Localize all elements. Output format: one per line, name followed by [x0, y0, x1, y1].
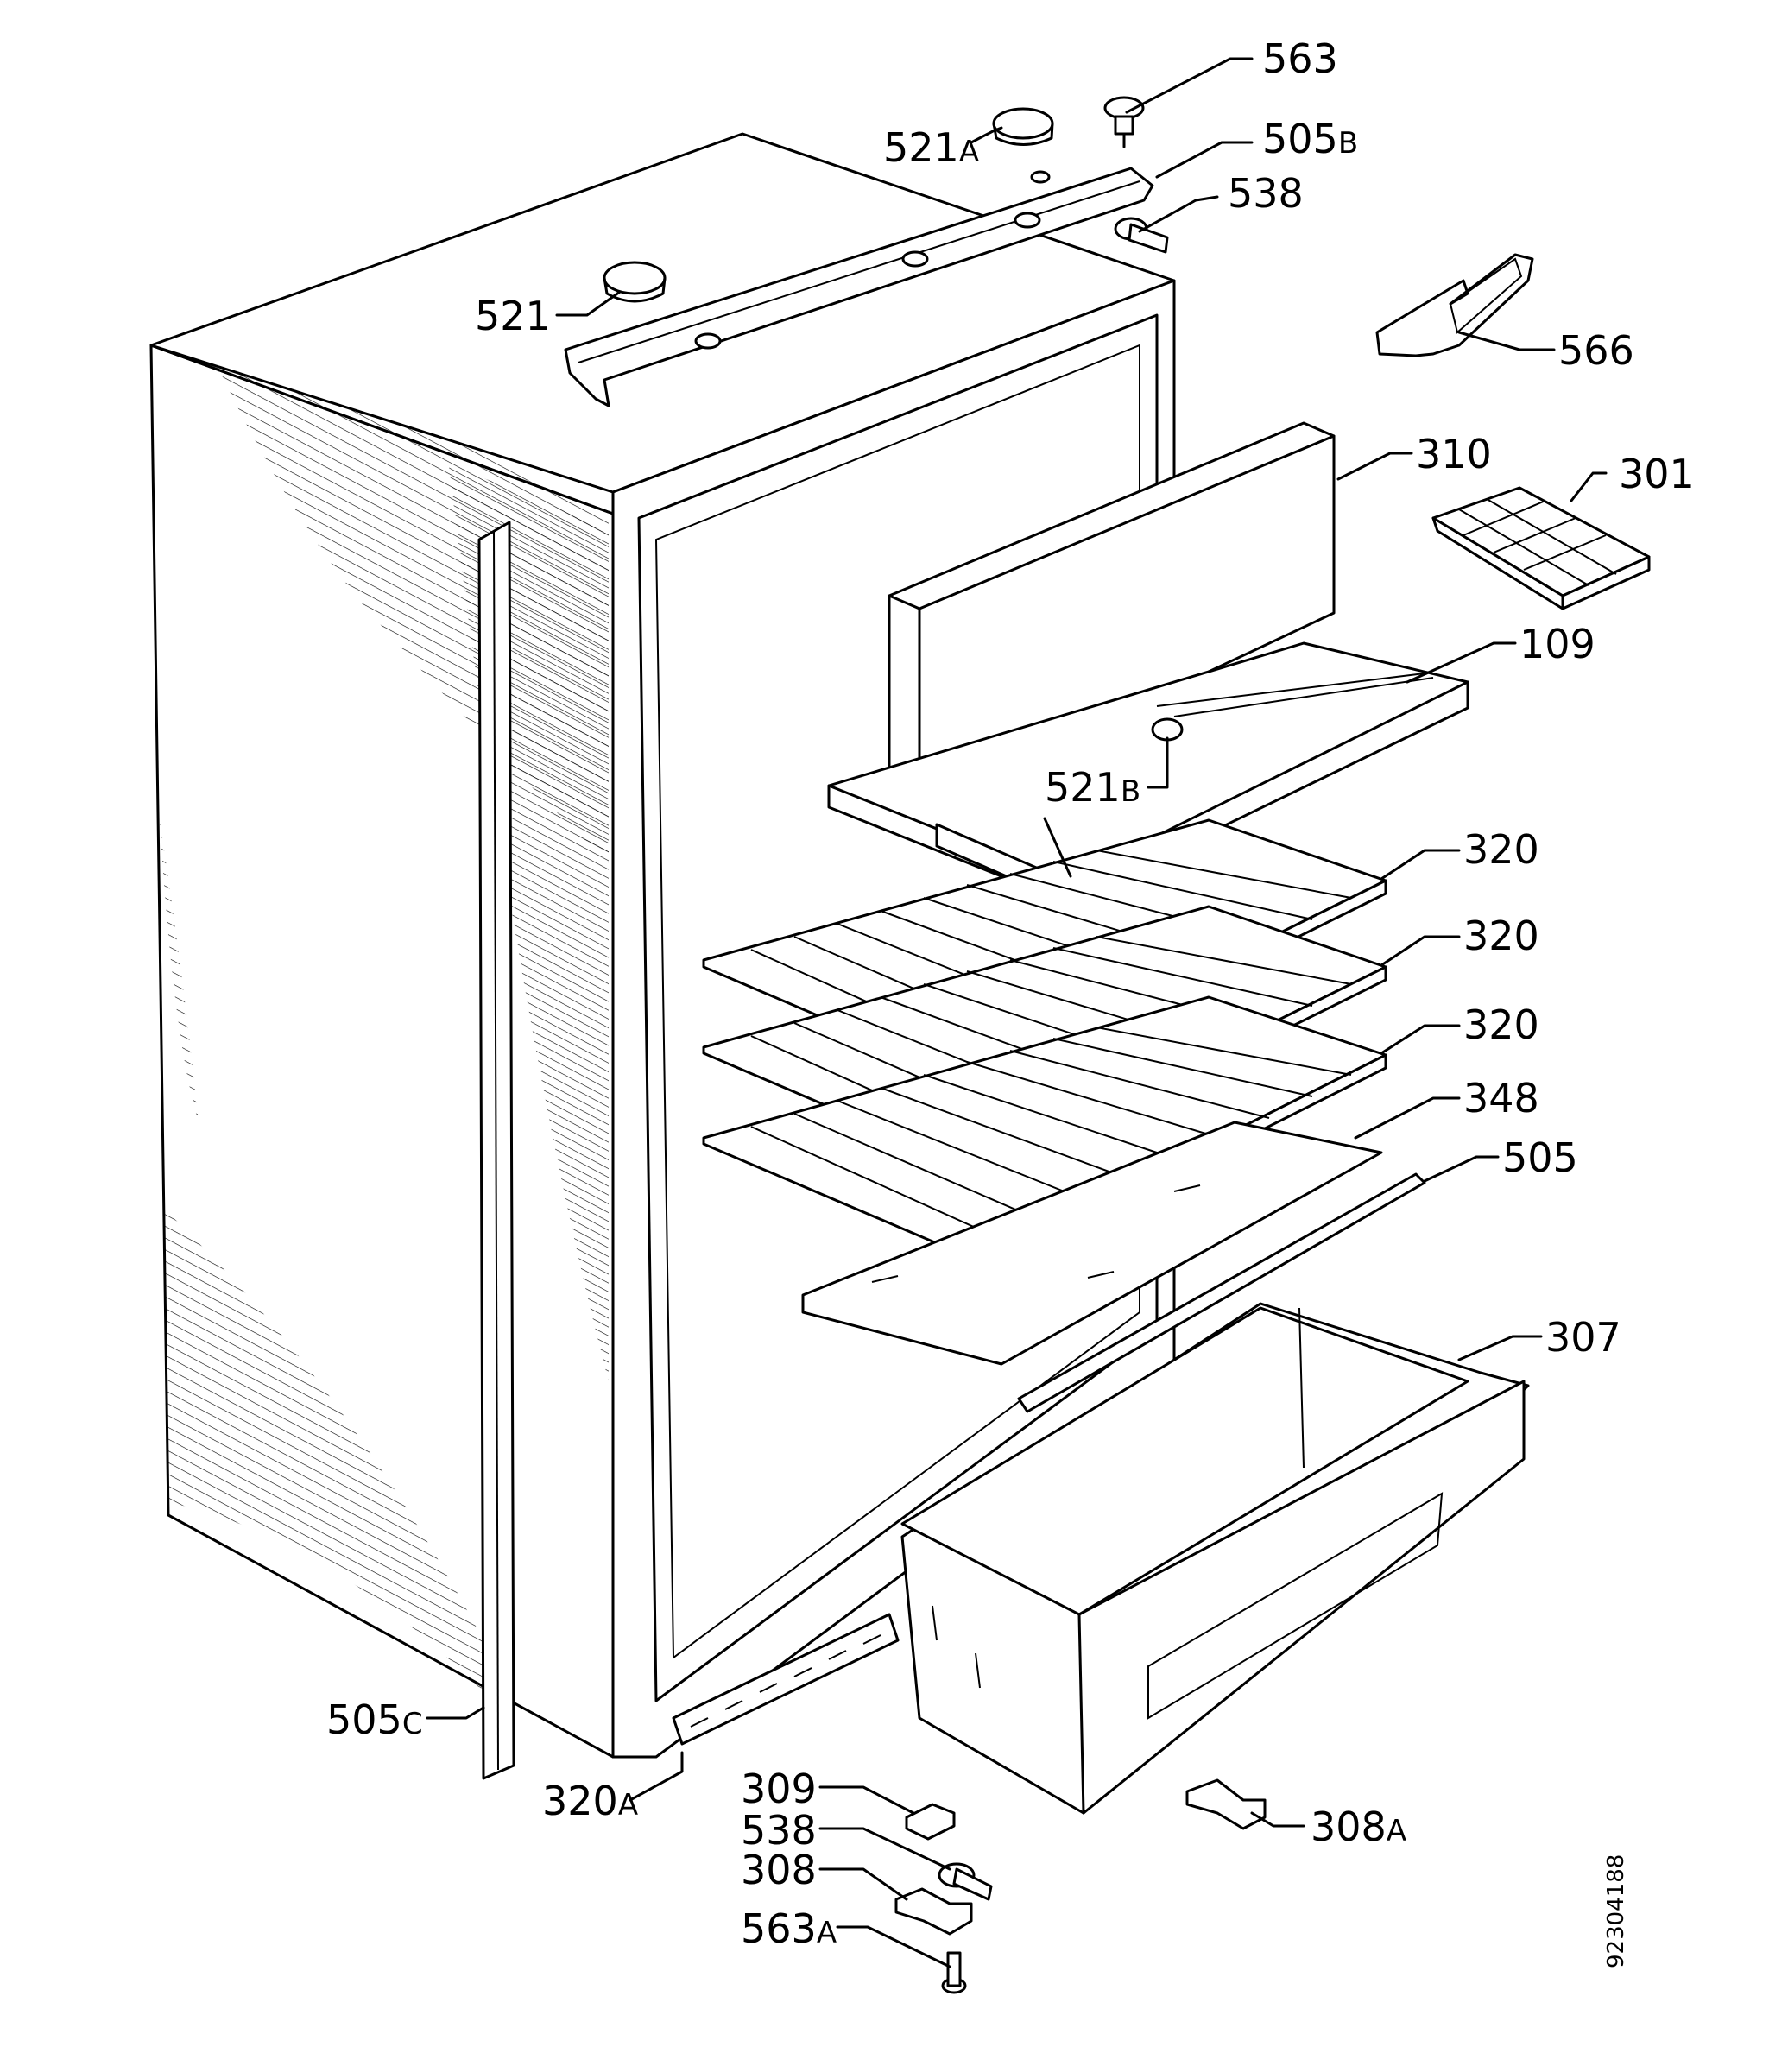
screw-563a: [941, 1951, 967, 1994]
crisper-drawer: [900, 1302, 1530, 1815]
freezer-flap: [888, 421, 1336, 809]
label-307: 307: [1545, 1314, 1621, 1361]
label-308a: 308A: [1311, 1804, 1406, 1850]
glass-plate: [801, 1121, 1383, 1366]
ice-scraper: [1375, 253, 1534, 357]
part-309: [905, 1803, 956, 1841]
door-seal-strip: [477, 521, 515, 1780]
leader-lines: [426, 57, 1608, 1968]
label-309: 309: [741, 1766, 817, 1812]
ice-cube-tray: [1431, 486, 1651, 610]
rail-slots: [690, 1634, 881, 1728]
freezer-shelf: [827, 641, 1469, 904]
screw-563: [1103, 96, 1145, 148]
label-320a: 320A: [542, 1778, 638, 1824]
label-566: 566: [1558, 327, 1634, 374]
label-538-top: 538: [1228, 170, 1304, 217]
label-301: 301: [1619, 451, 1695, 497]
label-505b: 505B: [1262, 116, 1358, 162]
label-538-bottom: 538: [741, 1807, 817, 1854]
label-563a: 563A: [741, 1905, 837, 1952]
label-505c: 505C: [326, 1696, 423, 1743]
hinge-308: [894, 1887, 973, 1936]
label-320-2: 320: [1463, 913, 1539, 959]
label-521: 521: [475, 293, 551, 339]
label-109: 109: [1519, 621, 1595, 667]
top-hinge-bracket: [564, 167, 1154, 407]
label-348: 348: [1463, 1075, 1539, 1121]
label-563: 563: [1262, 35, 1338, 82]
label-521b: 521B: [1045, 764, 1140, 811]
hinge-308a: [1185, 1778, 1267, 1830]
label-320-1: 320: [1463, 826, 1539, 873]
cap-521a: [992, 107, 1054, 146]
cap-521: [603, 261, 667, 303]
hinge-pin-538-top: [1114, 217, 1169, 254]
part-labels: 563 521A 505B 538 521 566 310 301 109 52…: [326, 35, 1695, 1952]
label-308: 308: [741, 1847, 817, 1893]
reference-number: 92304188: [1603, 1854, 1629, 1968]
label-505: 505: [1502, 1134, 1578, 1181]
label-310: 310: [1416, 431, 1492, 477]
label-521a: 521A: [883, 124, 979, 171]
label-320-3: 320: [1463, 1001, 1539, 1048]
glass-trim: [1017, 1172, 1426, 1413]
